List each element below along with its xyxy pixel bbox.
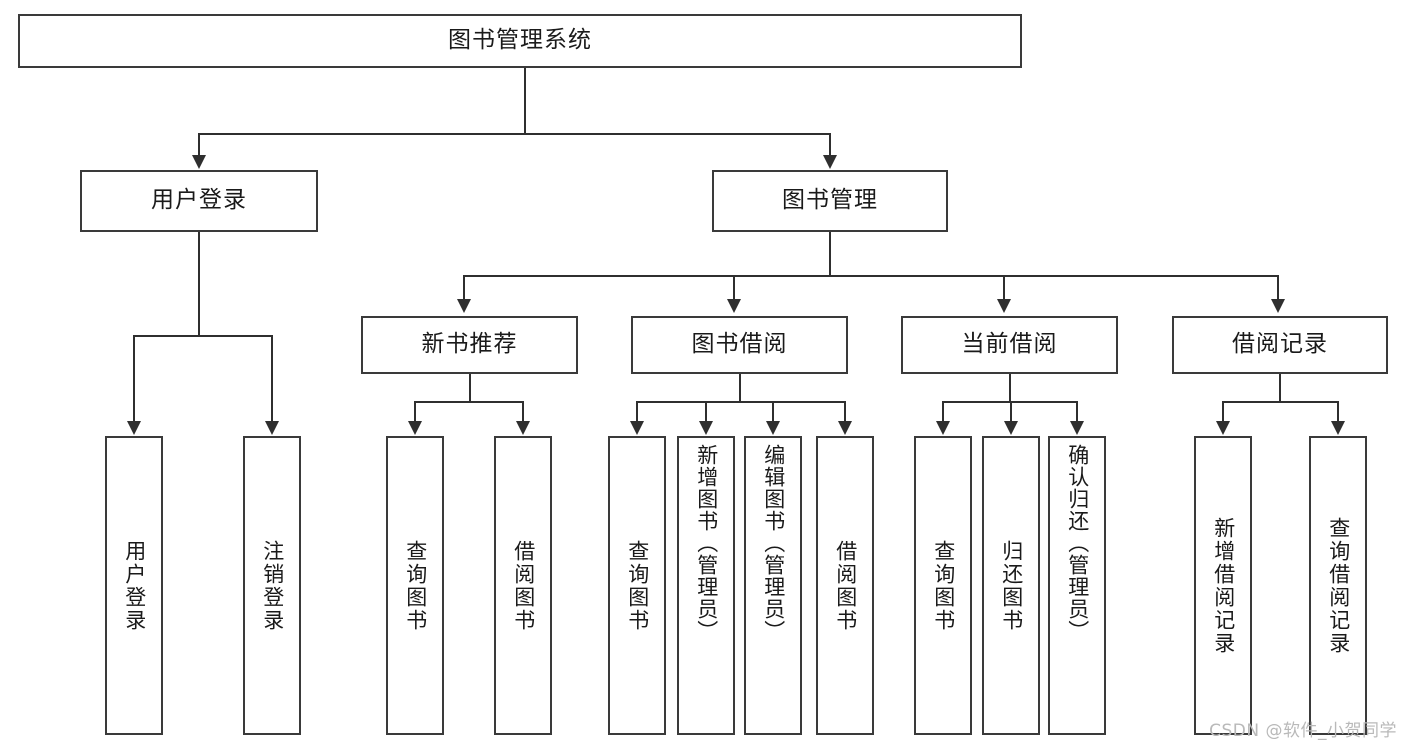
connector-user-login-stem xyxy=(198,232,200,336)
arrow-bb-leaf-4 xyxy=(838,421,852,435)
arrow-cb-leaf-2 xyxy=(1004,421,1018,435)
connector-root-bus xyxy=(198,133,830,135)
leaf-label: 用户登录 xyxy=(122,539,147,632)
arrow-bb-leaf-2 xyxy=(699,421,713,435)
node-user-login[interactable]: 用户登录 xyxy=(80,170,318,232)
connector-nbr-branch-2 xyxy=(522,401,524,423)
connector-br-branch-2 xyxy=(1337,401,1339,423)
leaf-label: 注销登录 xyxy=(260,539,285,632)
leaf-label: 归还图书 xyxy=(999,539,1024,632)
connector-cb-branch-1 xyxy=(942,401,944,423)
arrow-nbr-leaf-2 xyxy=(516,421,530,435)
node-label: 图书管理系统 xyxy=(448,27,592,54)
arrow-bm-to-new-book-recommend xyxy=(457,299,471,313)
leaf-bb-add-book-admin[interactable]: 新增图书（管理员） xyxy=(677,436,735,735)
leaf-cb-confirm-return-admin[interactable]: 确认归还（管理员） xyxy=(1048,436,1106,735)
connector-root-stem xyxy=(524,68,526,134)
connector-br-bus xyxy=(1222,401,1338,403)
arrow-br-leaf-1 xyxy=(1216,421,1230,435)
connector-bb-stem xyxy=(739,374,741,402)
arrow-root-to-user-login xyxy=(192,155,206,169)
arrow-br-leaf-2 xyxy=(1331,421,1345,435)
node-label: 图书管理 xyxy=(782,187,878,214)
leaf-nbr-query-book[interactable]: 查询图书 xyxy=(386,436,444,735)
connector-nbr-branch-1 xyxy=(414,401,416,423)
node-label: 当前借阅 xyxy=(961,331,1058,358)
connector-root-to-user-login xyxy=(198,133,200,157)
node-book-management[interactable]: 图书管理 xyxy=(712,170,948,232)
node-new-book-recommend[interactable]: 新书推荐 xyxy=(361,316,578,374)
leaf-user-login-login[interactable]: 用户登录 xyxy=(105,436,163,735)
arrow-bm-to-current-borrow xyxy=(997,299,1011,313)
leaf-label: 借阅图书 xyxy=(511,539,536,632)
connector-br-stem xyxy=(1279,374,1281,402)
connector-cb-branch-3 xyxy=(1076,401,1078,423)
node-label: 图书借阅 xyxy=(691,331,788,358)
leaf-nbr-borrow-book[interactable]: 借阅图书 xyxy=(494,436,552,735)
connector-nbr-stem xyxy=(469,374,471,402)
node-root-book-management-system[interactable]: 图书管理系统 xyxy=(18,14,1022,68)
connector-user-login-branch-2 xyxy=(271,335,273,423)
node-label: 新书推荐 xyxy=(421,331,518,358)
leaf-user-login-logout[interactable]: 注销登录 xyxy=(243,436,301,735)
leaf-label: 查询图书 xyxy=(625,539,650,632)
node-borrow-record[interactable]: 借阅记录 xyxy=(1172,316,1388,374)
arrow-bm-to-book-borrow xyxy=(727,299,741,313)
connector-bb-branch-4 xyxy=(844,401,846,423)
connector-cb-stem xyxy=(1009,374,1011,402)
connector-bb-branch-1 xyxy=(636,401,638,423)
connector-book-management-bus xyxy=(463,275,1277,277)
connector-nbr-bus xyxy=(414,401,524,403)
connector-bb-branch-2 xyxy=(705,401,707,423)
leaf-label: 查询图书 xyxy=(403,539,428,632)
connector-cb-branch-2 xyxy=(1010,401,1012,423)
node-label: 借阅记录 xyxy=(1232,331,1328,358)
leaf-label: 查询图书 xyxy=(931,539,956,632)
arrow-cb-leaf-3 xyxy=(1070,421,1084,435)
node-label: 用户登录 xyxy=(151,187,247,214)
leaf-bb-borrow-book[interactable]: 借阅图书 xyxy=(816,436,874,735)
connector-br-branch-1 xyxy=(1222,401,1224,423)
leaf-label: 查询借阅记录 xyxy=(1326,516,1351,655)
arrow-root-to-book-management xyxy=(823,155,837,169)
leaf-bb-edit-book-admin[interactable]: 编辑图书（管理员） xyxy=(744,436,802,735)
leaf-br-add-record[interactable]: 新增借阅记录 xyxy=(1194,436,1252,735)
connector-bm-branch-4 xyxy=(1277,275,1279,301)
leaf-br-query-record[interactable]: 查询借阅记录 xyxy=(1309,436,1367,735)
leaf-label: 新增借阅记录 xyxy=(1211,516,1236,655)
arrow-user-login-leaf-2 xyxy=(265,421,279,435)
connector-bb-bus xyxy=(636,401,846,403)
arrow-bb-leaf-3 xyxy=(766,421,780,435)
leaf-label: 新增图书（管理员） xyxy=(694,444,719,642)
connector-bm-branch-2 xyxy=(733,275,735,301)
node-book-borrow[interactable]: 图书借阅 xyxy=(631,316,848,374)
connector-root-to-book-management xyxy=(829,133,831,157)
leaf-cb-query-book[interactable]: 查询图书 xyxy=(914,436,972,735)
arrow-bb-leaf-1 xyxy=(630,421,644,435)
node-current-borrow[interactable]: 当前借阅 xyxy=(901,316,1118,374)
leaf-bb-query-book[interactable]: 查询图书 xyxy=(608,436,666,735)
connector-bb-branch-3 xyxy=(772,401,774,423)
connector-bm-branch-3 xyxy=(1003,275,1005,301)
leaf-cb-return-book[interactable]: 归还图书 xyxy=(982,436,1040,735)
connector-user-login-bus xyxy=(133,335,273,337)
arrow-user-login-leaf-1 xyxy=(127,421,141,435)
leaf-label: 编辑图书（管理员） xyxy=(761,444,786,642)
arrow-cb-leaf-1 xyxy=(936,421,950,435)
connector-user-login-branch-1 xyxy=(133,335,135,423)
leaf-label: 确认归还（管理员） xyxy=(1065,444,1090,642)
leaf-label: 借阅图书 xyxy=(833,539,858,632)
connector-book-management-stem xyxy=(829,232,831,276)
arrow-bm-to-borrow-record xyxy=(1271,299,1285,313)
arrow-nbr-leaf-1 xyxy=(408,421,422,435)
connector-bm-branch-1 xyxy=(463,275,465,301)
